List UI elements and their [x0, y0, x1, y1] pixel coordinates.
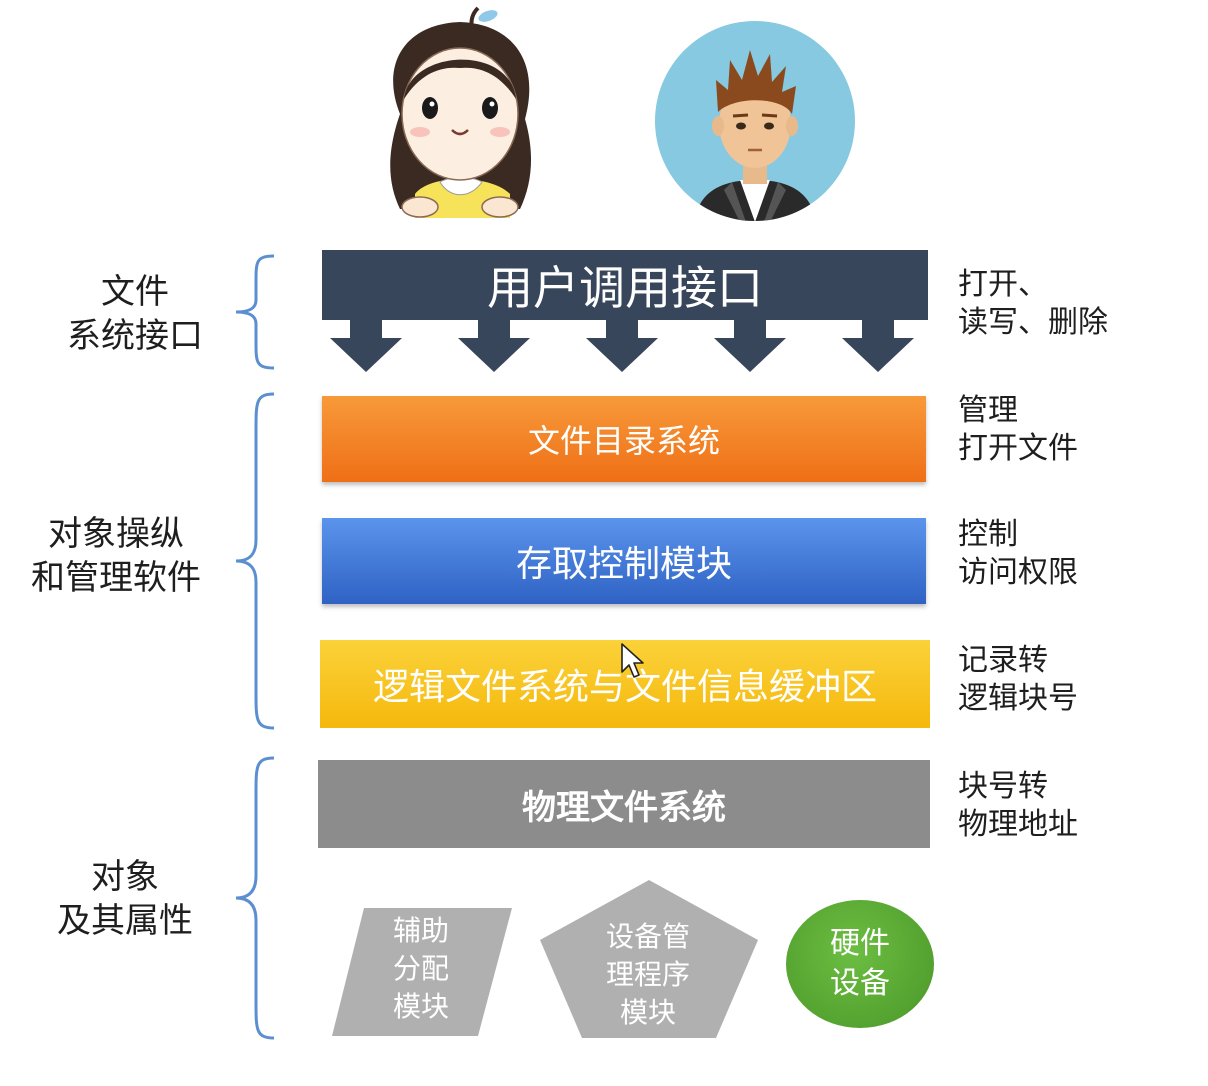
label-object-management: 对象操纵 和管理软件 — [31, 514, 201, 598]
allocation-module-label: 辅助 分配 模块 — [392, 914, 449, 1023]
layer-physical-file-system-label: 物理文件系统 — [522, 787, 726, 828]
device-driver-module-label: 设备管 理程序 模块 — [605, 920, 690, 1029]
brace-object-management — [235, 392, 275, 730]
layer-directory-system: 文件目录系统 — [322, 396, 926, 482]
user-interface-arrows — [322, 250, 928, 372]
note-interface: 打开、 读写、删除 — [958, 267, 1108, 340]
layer-directory-system-label: 文件目录系统 — [527, 422, 720, 460]
hardware-device-label: 硬件 设备 — [830, 926, 890, 1001]
label-objects: 对象 及其属性 — [57, 857, 193, 941]
brace-file-system-interface — [235, 254, 275, 370]
note-access: 控制 访问权限 — [958, 517, 1078, 590]
girl-avatar-icon — [390, 6, 532, 218]
layer-physical-file-system: 物理文件系统 — [318, 760, 930, 848]
boy-avatar-icon — [655, 21, 855, 221]
layer-logical-file-system-label: 逻辑文件系统与文件信息缓冲区 — [372, 667, 877, 708]
allocation-module-shape — [332, 908, 512, 1036]
mouse-cursor-icon — [621, 643, 644, 678]
layer-access-control-label: 存取控制模块 — [515, 544, 732, 585]
layer-access-control: 存取控制模块 — [322, 518, 926, 604]
brace-objects — [235, 756, 275, 1040]
device-driver-module-shape — [540, 880, 758, 1038]
note-directory: 管理 打开文件 — [958, 393, 1078, 466]
layer-user-interface-label: 用户调用接口 — [487, 261, 763, 315]
layer-user-interface: 用户调用接口 — [322, 250, 928, 320]
layer-logical-file-system: 逻辑文件系统与文件信息缓冲区 — [320, 640, 930, 728]
note-logical: 记录转 逻辑块号 — [958, 643, 1078, 716]
note-physical: 块号转 物理地址 — [958, 769, 1078, 842]
label-file-system-interface: 文件 系统接口 — [67, 272, 203, 356]
hardware-device-shape: 硬件 设备 — [786, 900, 934, 1028]
